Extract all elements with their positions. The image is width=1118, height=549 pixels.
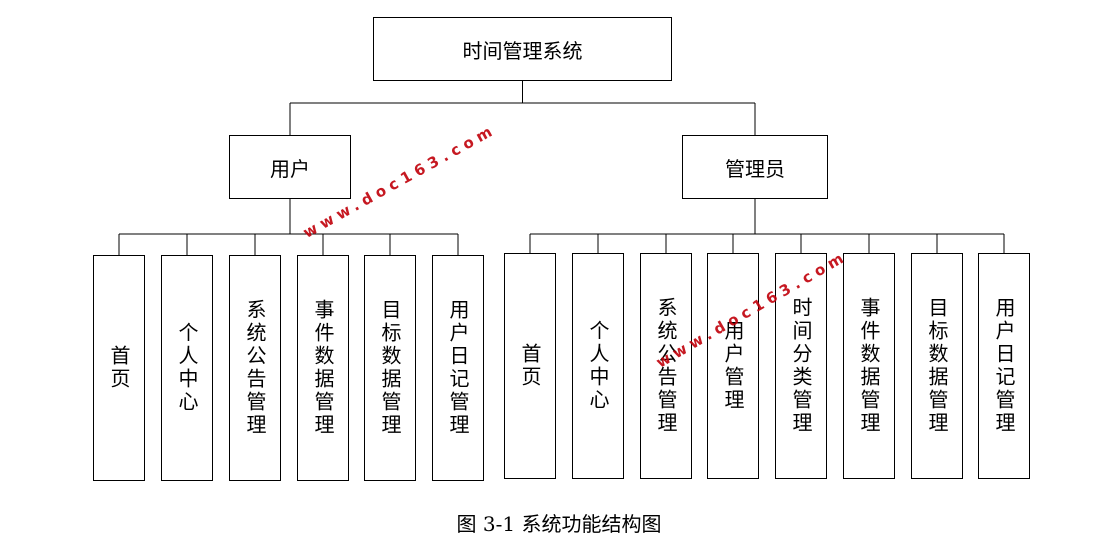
- leaf-label: 事件数据管理: [857, 297, 881, 435]
- leaf-label: 用户管理: [721, 320, 745, 412]
- leaf-admin-8: 用户日记管理: [978, 253, 1030, 479]
- leaf-admin-6: 事件数据管理: [843, 253, 895, 479]
- leaf-label: 系统公告管理: [243, 299, 267, 437]
- leaf-admin-5: 时间分类管理: [775, 253, 827, 479]
- leaf-user-3: 系统公告管理: [229, 255, 281, 481]
- leaf-label: 首页: [107, 345, 131, 391]
- leaf-admin-3: 系统公告管理: [640, 253, 692, 479]
- root-label: 时间管理系统: [462, 38, 583, 63]
- leaf-label: 用户日记管理: [992, 297, 1016, 435]
- leaf-label: 目标数据管理: [925, 297, 949, 435]
- leaf-label: 首页: [518, 343, 542, 389]
- leaf-user-1: 首页: [93, 255, 145, 481]
- leaf-label: 用户日记管理: [446, 299, 470, 437]
- leaf-label: 事件数据管理: [311, 299, 335, 437]
- leaf-admin-7: 目标数据管理: [911, 253, 963, 479]
- leaf-label: 系统公告管理: [654, 297, 678, 435]
- leaf-user-6: 用户日记管理: [432, 255, 484, 481]
- leaf-user-4: 事件数据管理: [297, 255, 349, 481]
- branch-label-admin: 管理员: [725, 156, 785, 181]
- leaf-admin-2: 个人中心: [572, 253, 624, 479]
- leaf-label: 时间分类管理: [789, 297, 813, 435]
- leaf-label: 目标数据管理: [378, 299, 402, 437]
- leaf-label: 个人中心: [586, 320, 610, 412]
- leaf-admin-1: 首页: [504, 253, 556, 479]
- root-node: 时间管理系统: [373, 17, 672, 81]
- leaf-label: 个人中心: [175, 322, 199, 414]
- leaf-user-2: 个人中心: [161, 255, 213, 481]
- figure-caption: 图 3-1 系统功能结构图: [456, 512, 662, 536]
- leaf-user-5: 目标数据管理: [364, 255, 416, 481]
- branch-node-admin: 管理员: [682, 135, 828, 199]
- branch-label-user: 用户: [270, 156, 310, 181]
- branch-node-user: 用户: [229, 135, 351, 199]
- leaf-admin-4: 用户管理: [707, 253, 759, 479]
